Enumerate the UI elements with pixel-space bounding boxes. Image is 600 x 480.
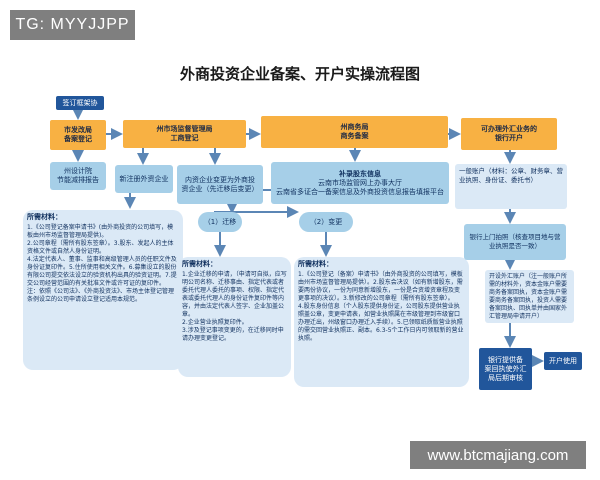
commerce-bureau-box: 州商务局 商务备案 [261,116,448,148]
change-materials-title: 所需材料： [298,260,333,268]
bank-account-line2: 银行开户 [495,134,523,142]
sign-agreement-label: 签订框架协 [62,98,98,107]
new-materials-box: 所需材料： 1.《公司登记备案申请书》(由外商投资的公司填写，模板由州市场监督管… [23,210,183,370]
page-title: 外商投资企业备案、开户实操流程图 [179,65,420,83]
design-institute-line1: 州设计院 [64,167,92,175]
account-open-box: 开户使用 [544,352,582,370]
account-open-label: 开户使用 [549,356,577,365]
bank-visit-label: 银行上门拍照（核查项目地与营业执照是否一致） [469,233,561,250]
design-institute-box: 州设计院 节能减排报告 [50,162,106,190]
dev-reform-box: 市发改局 备案登记 [50,120,106,150]
change-materials-body: 1.《公司登记（备案）申请书》（由外商投资的公司填写，模板由州市场监督管理局提供… [298,271,464,342]
supplement-line2: 云南市场监管网上办事大厅 [318,178,402,187]
bank-review-box: 银行提供备 案回执使外汇 局后期审核 [479,348,532,390]
new-materials-body: 1.《公司登记备案申请书》(由外商投资的公司填写，模板由州市场监督管理局提供)。… [27,224,177,303]
fdi-account-label: 开设外汇账户（注一般账户所需的材料外，资本金账户需要商务备案回执，资本金账户需要… [489,273,568,320]
watermark-label: TG: MYYJJPP [10,10,135,40]
supplement-box: 补录股东信息 云南市场监管网上办事大厅 云南省多证合一备案信息及外商投资信息报告… [271,162,449,204]
new-registration-label: 新注册外资企业 [119,174,169,183]
migrate-materials-box: 所需材料： 1.企业迁移的申请，（申请可自拟，应写明公司名称、迁移事由、指定代表… [178,257,291,377]
migrate-materials-title: 所需材料： [182,260,217,268]
dev-reform-line1: 市发改局 [64,126,92,134]
change-pill: （2）变更 [299,212,353,232]
sign-agreement-box: 签订框架协 [56,96,104,110]
bank-account-box: 可办理外汇业务的 银行开户 [461,118,557,150]
change-registration-line2: 资企业（先迁移后变更） [181,184,259,193]
fdi-account-box: 开设外汇账户（注一般账户所需的材料外，资本金账户需要商务备案回执，资本金账户需要… [485,270,574,323]
bank-visit-box: 银行上门拍照（核查项目地与营业执照是否一致） [464,224,566,260]
dev-reform-line2: 备案登记 [64,135,92,143]
new-materials-title: 所需材料： [27,213,62,221]
migrate-label: （1）迁移 [203,217,237,226]
market-bureau-box: 州市场监督管理局 工商登记 [123,120,246,148]
watermark-url: www.btcmajiang.com [410,441,586,469]
bank-review-line3: 局后期审核 [488,373,523,382]
bank-review-line1: 银行提供备 [488,355,523,364]
general-account-box: 一般账户（材料：公章、财务章、营业执照、身份证、委托书） [455,164,567,209]
market-bureau-line2: 工商登记 [170,134,199,142]
change-registration-line1: 内资企业变更为外商投 [185,175,255,184]
market-bureau-line1: 州市场监督管理局 [156,125,213,133]
migrate-pill: （1）迁移 [198,212,242,232]
bank-account-line1: 可办理外汇业务的 [481,125,537,133]
change-materials-box: 所需材料： 1.《公司登记（备案）申请书》（由外商投资的公司填写，模板由州市场监… [294,257,469,387]
migrate-materials-body: 1.企业迁移的申请，（申请可自拟，应写明公司名称、迁移事由、指定代表或者委托代理… [182,271,287,342]
commerce-bureau-line1: 州商务局 [340,123,369,131]
supplement-line1: 补录股东信息 [339,169,381,178]
change-label: （2）变更 [309,217,343,226]
general-account-label: 一般账户（材料：公章、财务章、营业执照、身份证、委托书） [459,167,563,184]
design-institute-line2: 节能减排报告 [57,176,99,184]
bank-review-line2: 案回执使外汇 [484,364,527,373]
new-registration-box: 新注册外资企业 [115,165,173,193]
commerce-bureau-line2: 商务备案 [340,132,369,140]
supplement-line3: 云南省多证合一备案信息及外商投资信息报告填报平台 [276,187,444,196]
change-registration-box: 内资企业变更为外商投 资企业（先迁移后变更） [177,165,263,204]
